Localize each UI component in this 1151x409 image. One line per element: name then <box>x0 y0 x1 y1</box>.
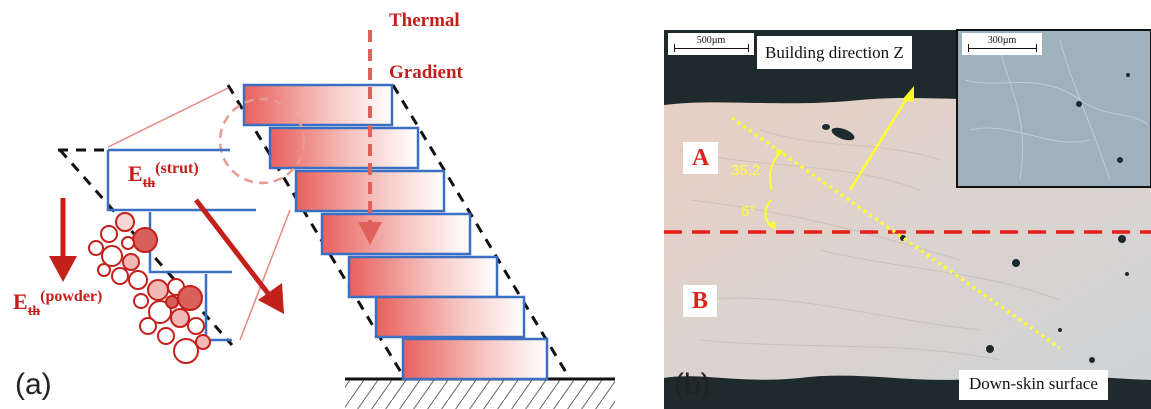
down-skin-caption: Down-skin surface <box>959 370 1108 400</box>
angle-label-1: 35.2 <box>731 162 761 179</box>
scale-bar-inset-tick-left <box>968 44 969 52</box>
pores <box>822 124 1129 363</box>
eth-powder-label: Eth(powder) <box>13 288 103 319</box>
eth-powder-sup: (powder) <box>40 288 103 305</box>
scale-bar-main-tick-left <box>674 44 675 52</box>
strut-layer <box>374 295 526 339</box>
powder-particles <box>88 212 211 364</box>
angle-arc-1-head <box>776 149 784 157</box>
inset-texture <box>964 39 1149 181</box>
strut-layers <box>242 83 549 381</box>
eth-strut-label: Eth(strut) <box>128 160 199 191</box>
scale-bar-main-line <box>674 48 748 49</box>
thermal-gradient-arrowhead <box>358 222 382 245</box>
zoom-connector-top <box>107 87 229 148</box>
scale-bar-inset-tick-right <box>1036 44 1037 52</box>
region-b-label: B <box>683 285 718 317</box>
strut-envelope-right <box>391 84 572 380</box>
angle-arc-2-head <box>768 221 776 230</box>
scale-bar-main: 500µm <box>668 33 754 55</box>
building-direction-caption: Building direction Z <box>757 36 912 69</box>
thermal-gradient-label-line1: Thermal <box>389 10 460 31</box>
angle-label-2: 6° <box>741 203 756 220</box>
scale-bar-inset-text: 300µm <box>987 35 1017 46</box>
zoom-circle <box>218 97 306 185</box>
panel-b-micrograph <box>664 29 1151 409</box>
strut-heat-arrow <box>194 198 272 298</box>
panel-b-label: (b) <box>674 368 711 401</box>
building-direction-arrow <box>848 94 911 191</box>
eth-powder-main: E <box>13 289 28 314</box>
strut-layer <box>268 126 420 170</box>
panel-a-diagram <box>49 30 615 409</box>
strut-layer <box>347 255 499 299</box>
thermal-gradient-label-line2: Gradient <box>389 62 463 83</box>
eth-strut-sup: (strut) <box>155 160 199 177</box>
scale-bar-main-tick-right <box>748 44 749 52</box>
scale-bar-main-text: 500µm <box>696 35 726 46</box>
strut-layer <box>401 337 549 381</box>
eth-strut-sub: th <box>142 176 156 191</box>
panel-a-label: (a) <box>15 368 52 401</box>
scale-bar-inset: 300µm <box>962 33 1042 55</box>
eth-strut-main: E <box>128 161 143 186</box>
scale-bar-inset-line <box>968 48 1036 49</box>
strut-heat-arrowhead <box>258 283 284 314</box>
strut-layer <box>320 212 472 256</box>
eth-powder-sub: th <box>27 304 41 319</box>
ground-hatch <box>345 380 615 409</box>
zoom-connector-bottom <box>239 209 291 341</box>
region-a-label: A <box>683 142 719 174</box>
strut-envelope-left <box>226 84 407 380</box>
powder-heat-arrowhead <box>49 256 77 282</box>
inset-pores <box>1076 73 1130 163</box>
building-direction-arrowhead <box>902 86 914 102</box>
strut-layer <box>242 83 394 127</box>
